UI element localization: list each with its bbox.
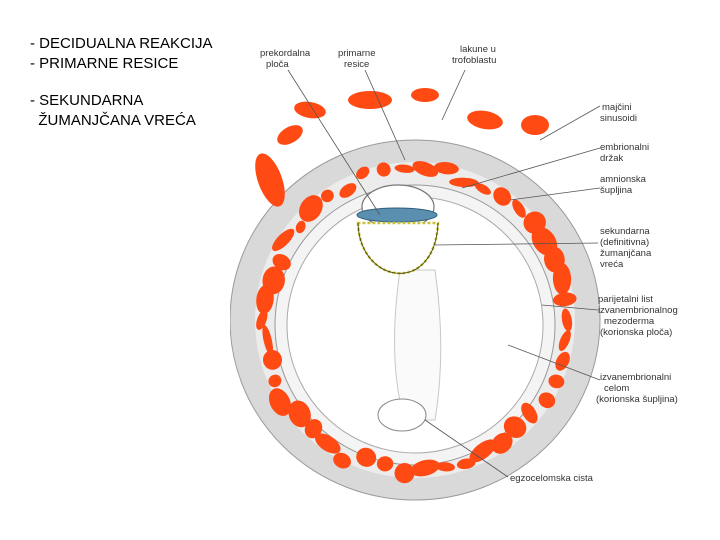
connecting-stalk [395,270,441,420]
maternal-sinusoid [466,108,505,132]
slide-bullet-text: - DECIDUALNA REAKCIJA - PRIMARNE RESICE … [30,34,213,131]
maternal-sinusoid [411,88,439,102]
exocoelomic-cyst [378,399,426,431]
maternal-sinusoid [293,99,327,120]
label-exocoelomic-cyst: egzocelomska cista [510,473,594,484]
bullet-primary-villi: - PRIMARNE RESICE [30,54,213,74]
maternal-sinusoid [274,121,306,149]
embryonic-disc [357,208,437,222]
bullet-decidual-reaction: - DECIDUALNA REAKCIJA [30,34,213,54]
bullet-secondary-yolk-sac-cont: ŽUMANJČANA VREĆA [30,111,213,131]
maternal-sinusoid [348,91,392,109]
bullet-secondary-yolk-sac: - SEKUNDARNA [30,91,213,111]
maternal-sinusoid [521,115,549,135]
